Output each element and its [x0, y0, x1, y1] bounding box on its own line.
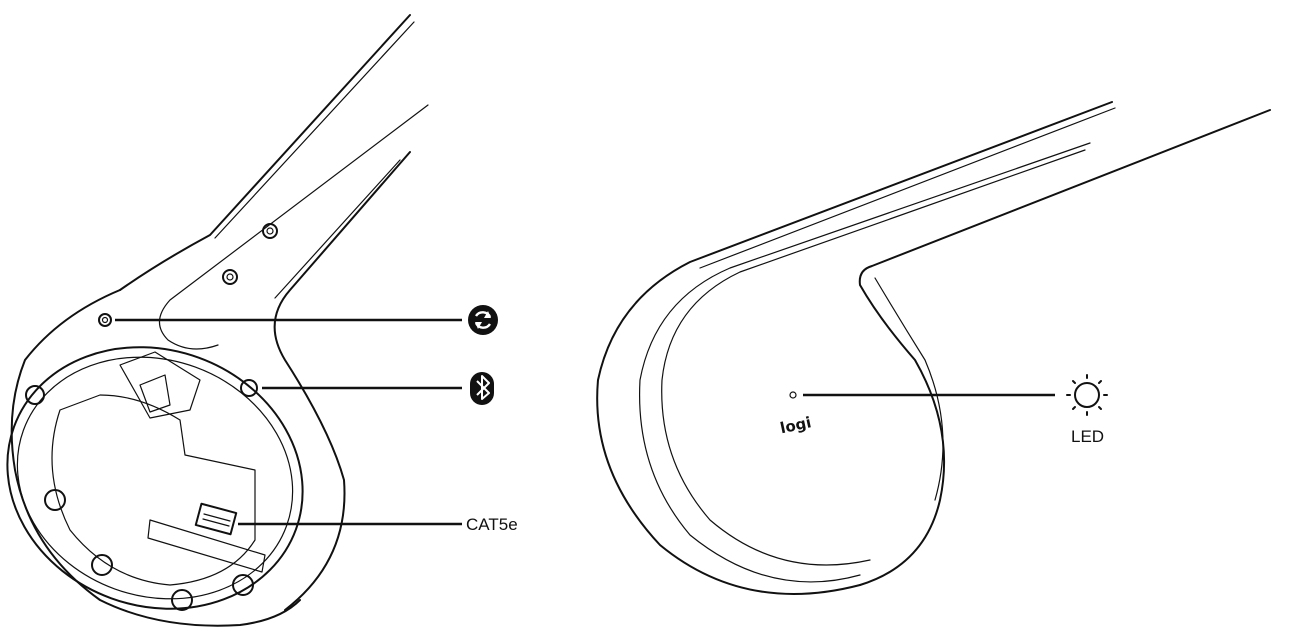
bluetooth-button: [240, 379, 258, 397]
base-rim: [6, 346, 304, 610]
arm-outer-top-edge: [119, 14, 411, 291]
cat5e-label: CAT5e: [466, 515, 518, 534]
base-foot-1: [44, 489, 66, 511]
arm-screw-2: [222, 269, 238, 285]
base-port-channel: [147, 519, 266, 573]
hub-top-view: logi LED: [596, 101, 1271, 595]
base-rim-inner: [16, 356, 294, 600]
arm-top-face-line: [158, 104, 429, 350]
top-face-inner-edge: [638, 142, 1091, 583]
base-foot-2: [91, 554, 113, 576]
top-arm-upper-edge: [596, 101, 1113, 595]
bluetooth-icon: [470, 372, 494, 405]
led-indicator: [789, 391, 797, 399]
arm-crease: [274, 159, 401, 299]
arm-lower-edge: [273, 151, 411, 611]
top-arm-upper-edge-2: [699, 107, 1116, 269]
hub-underside-view: CAT5e: [6, 14, 518, 627]
base-foot-5: [25, 385, 45, 405]
cat5e-port: [194, 502, 238, 536]
reset-icon: [468, 305, 498, 335]
arm-outer-top-edge-inner: [214, 21, 415, 239]
reset-pinhole: [98, 313, 112, 327]
led-label: LED: [1071, 427, 1104, 446]
top-face-inner-edge-2: [661, 149, 1086, 566]
logi-logo: logi: [779, 413, 813, 437]
top-arm-lower-edge-inner: [874, 277, 944, 501]
base-outer-shell: [10, 289, 301, 627]
sun-led-icon: [1066, 374, 1108, 416]
base-foot-3: [171, 589, 193, 611]
arm-screw-1: [262, 223, 278, 239]
base-latch: [139, 374, 171, 413]
base-cavity-detail: [119, 351, 201, 419]
top-arm-lower-edge: [858, 109, 1271, 586]
base-cavity-wall: [51, 394, 256, 586]
base-foot-4: [232, 574, 254, 596]
